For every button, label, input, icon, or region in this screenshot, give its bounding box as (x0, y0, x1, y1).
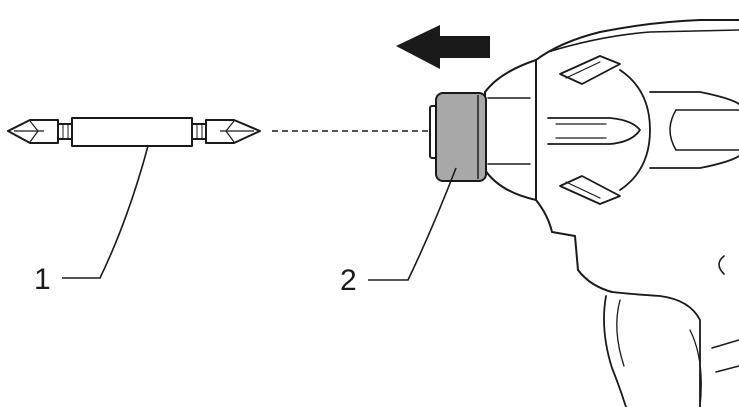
callout-1-number: 1 (34, 263, 51, 296)
driver-bit (7, 117, 261, 147)
callout-1: 1 (34, 145, 149, 296)
callout-1-leader (62, 145, 149, 279)
arrow-left-icon (396, 25, 490, 69)
bit-sleeve (429, 92, 487, 182)
callout-2: 2 (340, 167, 457, 297)
impact-driver-body (484, 19, 739, 407)
callout-2-leader (368, 167, 457, 281)
callout-2-number: 2 (340, 264, 357, 297)
